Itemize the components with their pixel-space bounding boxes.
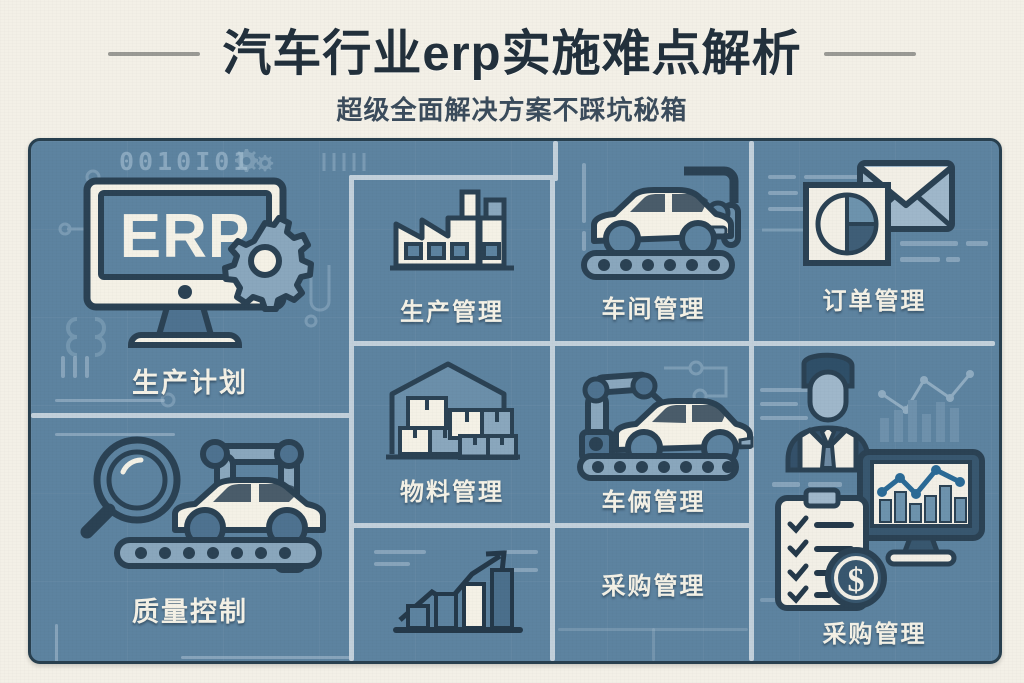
svg-text:$: $ [848,562,865,599]
title-rule-left [108,52,201,56]
tick-marks-decor-icon [321,151,371,173]
panel-purchase-management-center[interactable]: 采购管理 [558,528,749,661]
magnifier-car-conveyor-robotarm-icon [65,428,335,588]
separator-col3-right [749,141,754,661]
factory-icon [386,188,518,282]
title-rule-right [823,52,916,56]
panel-label-production-management: 生产管理 [400,299,504,326]
separator-col3-topstub [553,141,558,181]
circuit-path-decor-icon [662,356,740,412]
separator-col1-lower [349,413,354,661]
separator-col2-right-lower [550,341,555,661]
page-title: 汽车行业erp实施难点解析 [222,26,802,81]
businessman-dashboard-clipboard-dollar-icon: $ [764,352,994,612]
binary-decor: 0010I01 [119,147,253,176]
panel-production-management[interactable]: 生产管理 [354,180,550,341]
panel-label-purchase-center: 采购管理 [601,573,706,600]
separator-col2-right-upper [550,175,555,345]
panel-vehicle-management[interactable]: 车俩管理 [558,346,754,523]
erp-monitor-gear-icon: ERP [79,175,319,365]
infographic-board: 0010I01 [28,138,1002,664]
gears-decor-icon [231,145,279,177]
panel-workshop-management[interactable]: 车间管理 [558,141,749,341]
panel-material-management[interactable]: 物料管理 [354,346,550,523]
page-subtitle: 超级全面解决方案不踩坑秘箱 [336,95,688,125]
panel-label-purchase-management: 采购管理 [822,621,927,648]
separator-col1-upper [349,175,354,418]
panel-label-order-management: 订单管理 [822,288,927,315]
separator-col2-mid [349,341,555,346]
panel-label-material-management: 物料管理 [400,479,504,506]
panel-label-workshop-management: 车间管理 [601,296,706,323]
panel-label-vehicle-management: 车俩管理 [601,489,706,516]
warehouse-boxes-icon [378,358,526,466]
separator-col3-mid [553,341,753,346]
panel-order-management[interactable]: 订单管理 [754,141,995,341]
panel-growth-chart[interactable] [354,528,550,661]
bracket-decor-icon [55,311,115,371]
circuit-hook-decor-icon [299,261,359,361]
panel-production-plan[interactable]: ERP 生产计划 [31,141,349,413]
circuit-dot-decor-icon [159,391,179,411]
car-conveyor-robotarm-icon [576,159,746,287]
separator-left-horizontal [31,413,353,418]
separator-col3-low [553,523,753,528]
separator-col2-top [349,175,555,180]
bar-chart-arrow-up-icon [390,544,524,640]
panel-label-quality-control: 质量控制 [132,597,248,627]
separator-col2-low [349,523,555,528]
robotarm-car-conveyor-icon [572,360,754,486]
panel-label-production-plan: 生产计划 [132,368,248,398]
envelope-piechart-icon [802,157,958,269]
title-row: 汽车行业erp实施难点解析 [0,24,1024,84]
svg-text:ERP: ERP [120,202,250,271]
separator-col4-mid [749,341,995,346]
panel-purchase-management[interactable]: $ 采购管理 [754,346,995,661]
page-header: 汽车行业erp实施难点解析 超级全面解决方案不踩坑秘箱 [0,0,1024,132]
panel-quality-control[interactable]: 质量控制 [31,418,351,661]
